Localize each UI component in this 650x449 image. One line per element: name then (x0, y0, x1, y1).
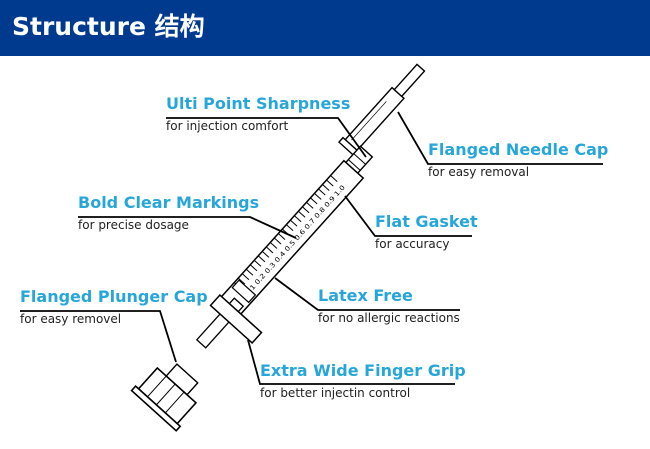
label-markings-title: Bold Clear Markings (78, 193, 260, 212)
leader-finger-grip (247, 339, 455, 385)
leader-ulti-point (166, 117, 367, 158)
leader-gasket (344, 195, 472, 237)
label-latex: Latex Free for no allergic reactions (318, 286, 460, 326)
label-markings-subtitle: for precise dosage (78, 218, 189, 232)
label-plunger-cap: Flanged Plunger Cap for easy removel (20, 287, 208, 327)
leader-plunger-cap (20, 310, 177, 363)
leader-lines (20, 111, 603, 385)
label-ulti-point-subtitle: for injection comfort (166, 119, 289, 133)
leader-latex (274, 277, 460, 311)
page-title: Structure 结构 (12, 12, 205, 41)
finger-grip (209, 294, 263, 344)
plunger-cap (130, 363, 199, 432)
label-needle-cap-subtitle: for easy removal (428, 165, 530, 179)
label-latex-title: Latex Free (318, 286, 413, 305)
label-gasket: Flat Gasket for accuracy (375, 212, 478, 252)
label-plunger-cap-title: Flanged Plunger Cap (20, 287, 208, 306)
label-plunger-cap-subtitle: for easy removel (20, 312, 122, 326)
header-bar: Structure 结构 (0, 0, 650, 56)
label-ulti-point-title: Ulti Point Sharpness (166, 94, 351, 113)
leader-needle-cap (397, 111, 603, 165)
label-gasket-title: Flat Gasket (375, 212, 478, 231)
label-markings: Bold Clear Markings for precise dosage (78, 193, 259, 233)
label-ulti-point: Ulti Point Sharpness for injection comfo… (166, 94, 350, 134)
leader-markings (78, 216, 297, 239)
label-finger-grip-title: Extra Wide Finger Grip (260, 361, 466, 380)
label-needle-cap: Flanged Needle Cap for easy removal (428, 140, 608, 180)
label-latex-subtitle: for no allergic reactions (318, 311, 460, 325)
graduation-ticks (232, 173, 340, 291)
label-needle-cap-title: Flanged Needle Cap (428, 140, 609, 159)
label-gasket-subtitle: for accuracy (375, 237, 450, 251)
label-finger-grip-subtitle: for better injectin control (260, 386, 411, 400)
label-finger-grip: Extra Wide Finger Grip for better inject… (260, 361, 466, 401)
